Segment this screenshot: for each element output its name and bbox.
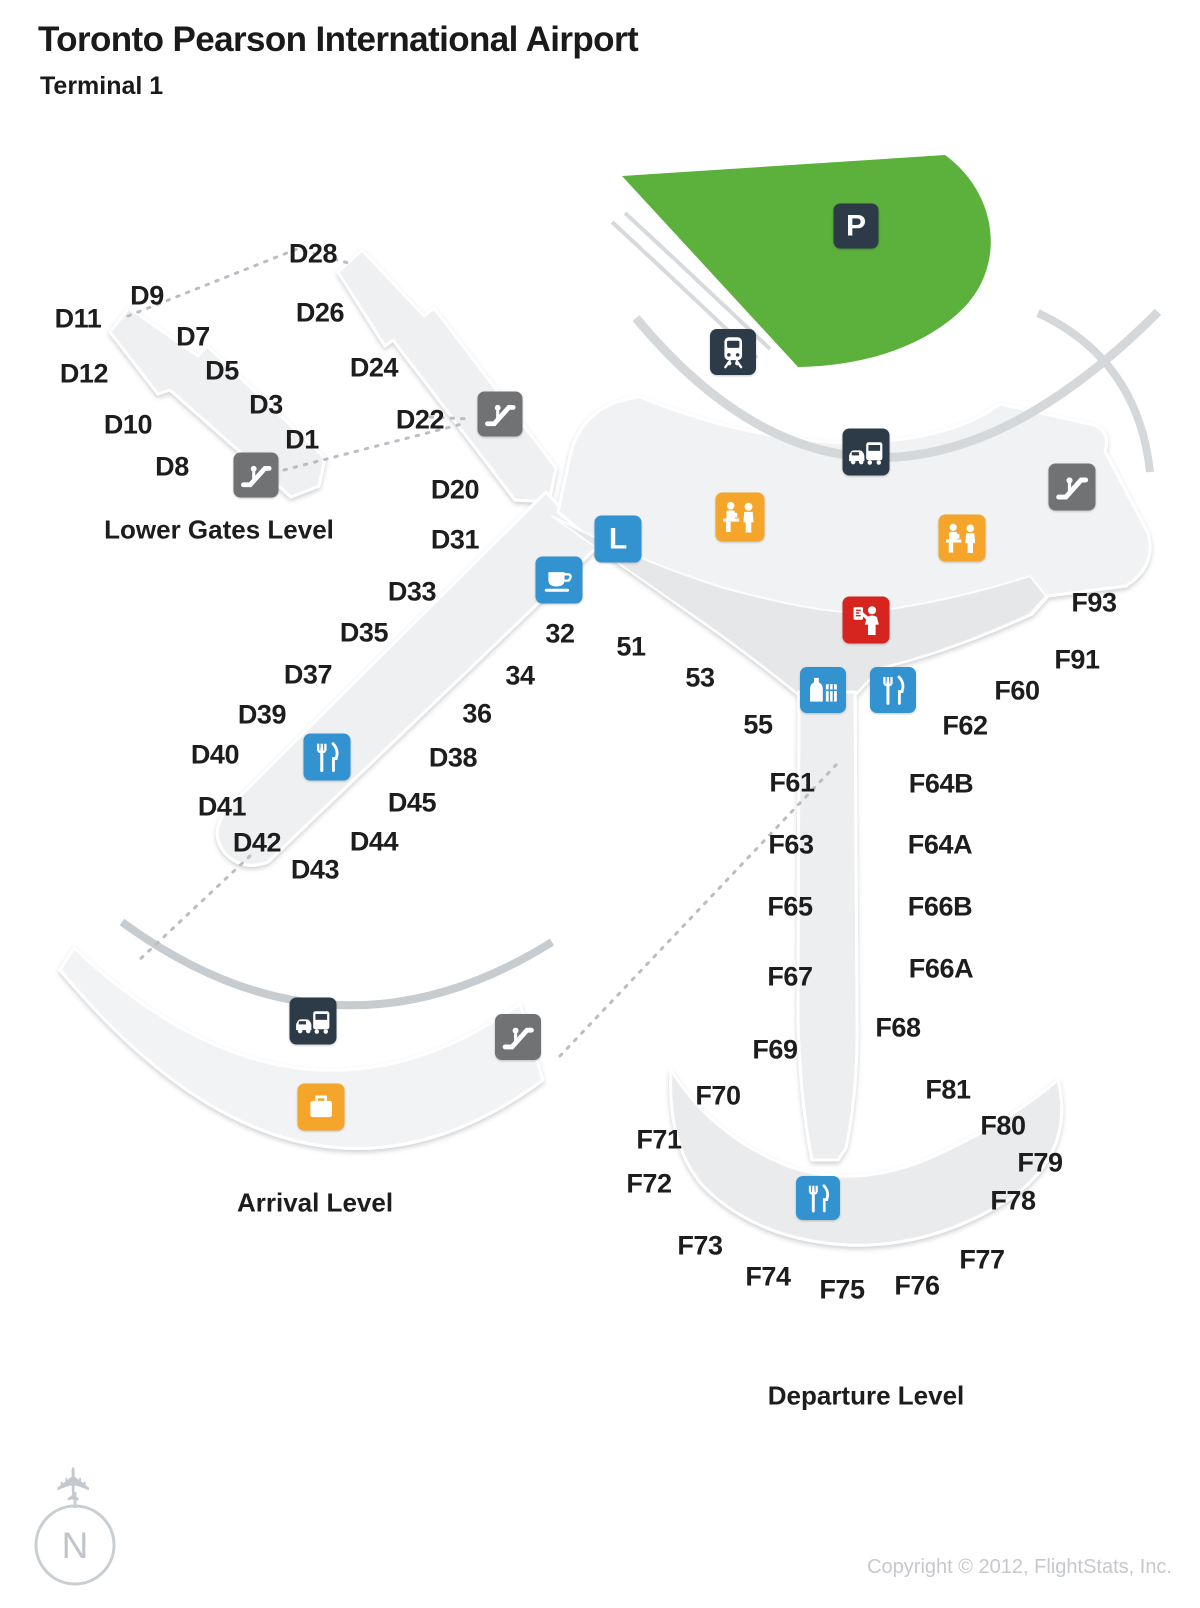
gate-label-F65: F65 (767, 891, 813, 922)
check-in-icon (938, 514, 986, 562)
gate-label-F62: F62 (942, 710, 988, 741)
arrival-road-arc (119, 918, 555, 1010)
duty-free-shop-icon (800, 667, 846, 713)
gate-label-D42: D42 (232, 827, 282, 858)
gate-label-F76: F76 (894, 1270, 940, 1301)
gate-label-D1: D1 (285, 424, 319, 455)
pier-d-lower-2 (336, 248, 558, 504)
gate-label-D3: D3 (249, 389, 283, 420)
gate-label-F71: F71 (636, 1124, 682, 1155)
restaurant-icon (870, 667, 916, 713)
gate-label-D41: D41 (197, 791, 247, 822)
baggage-claim-icon (297, 1083, 345, 1131)
gate-label-F93: F93 (1071, 587, 1117, 618)
dotted-connectors (126, 247, 838, 1058)
gate-label-D39: D39 (237, 699, 287, 730)
passport-control-icon (842, 596, 890, 644)
gate-label-F81: F81 (925, 1074, 971, 1105)
gate-label-F64B: F64B (908, 768, 974, 799)
gate-label-F63: F63 (768, 829, 814, 860)
page-subtitle: Terminal 1 (40, 72, 164, 100)
gate-label-F72: F72 (626, 1168, 672, 1199)
parking-icon: P (833, 203, 879, 249)
gate-label-F61: F61 (769, 767, 815, 798)
copyright-text: Copyright © 2012, FlightStats, Inc. (867, 1556, 1172, 1578)
gate-label-F75: F75 (819, 1274, 865, 1305)
gate-label-F66B: F66B (907, 891, 973, 922)
gate-label-F73: F73 (677, 1230, 723, 1261)
gate-label-D24: D24 (349, 352, 399, 383)
gate-label-F74: F74 (745, 1261, 791, 1292)
gate-label-55: 55 (743, 709, 773, 740)
gate-label-34: 34 (505, 660, 535, 691)
gate-label-F66A: F66A (908, 953, 974, 984)
gate-label-53: 53 (685, 662, 715, 693)
departure-level-label: Departure Level (767, 1380, 965, 1411)
gate-label-F67: F67 (767, 961, 813, 992)
gate-label-F60: F60 (994, 675, 1040, 706)
check-in-icon (715, 492, 765, 542)
gate-label-D44: D44 (349, 826, 399, 857)
gate-label-D26: D26 (295, 297, 345, 328)
gate-label-D43: D43 (290, 854, 340, 885)
gate-label-D28: D28 (288, 238, 338, 269)
restaurant-icon (796, 1176, 840, 1220)
restaurant-icon (303, 733, 351, 781)
arrival-level-band (58, 946, 545, 1150)
ground-transport-icon (842, 428, 890, 476)
compass: ✈ N (34, 1465, 116, 1586)
departure-satellite-fan (669, 1068, 1064, 1247)
gate-label-F68: F68 (875, 1012, 921, 1043)
gate-label-D37: D37 (283, 659, 333, 690)
gate-label-D20: D20 (430, 474, 480, 505)
escalator-icon (477, 391, 523, 437)
escalator-icon (495, 1014, 541, 1060)
parking-letter: P (845, 209, 866, 242)
gate-label-F69: F69 (752, 1034, 798, 1065)
ramp-road-arc (1036, 309, 1154, 473)
gate-label-D10: D10 (103, 409, 153, 440)
compass-north-label: N (62, 1525, 89, 1566)
gate-label-D7: D7 (176, 321, 210, 352)
airplane-icon: ✈ (47, 1465, 101, 1504)
arrival-level-label: Arrival Level (236, 1187, 394, 1218)
gate-label-D5: D5 (205, 355, 239, 386)
gate-label-F80: F80 (980, 1110, 1026, 1141)
gate-label-D35: D35 (339, 617, 389, 648)
gate-label-51: 51 (616, 631, 646, 662)
gate-label-D33: D33 (387, 576, 437, 607)
gate-label-36: 36 (462, 698, 492, 729)
gate-label-F79: F79 (1017, 1147, 1063, 1178)
train-station-icon (710, 329, 756, 375)
lower-gates-level-label: Lower Gates Level (104, 514, 334, 545)
pier-d-lower-1 (108, 306, 327, 499)
gate-label-D9: D9 (130, 280, 164, 311)
page-title: Toronto Pearson International Airport (38, 20, 639, 59)
gate-label-F91: F91 (1054, 644, 1100, 675)
cafe-icon (535, 556, 583, 604)
gate-label-F77: F77 (959, 1244, 1005, 1275)
escalator-icon (1048, 463, 1096, 511)
escalator-icon (233, 452, 279, 498)
gate-label-D22: D22 (395, 404, 445, 435)
gate-label-D45: D45 (387, 787, 437, 818)
gate-label-D8: D8 (155, 451, 189, 482)
elevator-icon: L (594, 515, 642, 563)
gate-label-F78: F78 (990, 1185, 1036, 1216)
gate-label-D40: D40 (190, 739, 240, 770)
gate-label-D11: D11 (54, 303, 102, 334)
pier-f (796, 690, 859, 1162)
gate-label-D38: D38 (428, 742, 478, 773)
gate-label-F64A: F64A (907, 829, 973, 860)
elevator-letter: L (608, 522, 628, 555)
gate-label-F70: F70 (695, 1080, 741, 1111)
parking-area (622, 155, 991, 367)
gate-label-D31: D31 (430, 524, 480, 555)
ground-transport-icon (289, 997, 337, 1045)
departure-concourse-band (551, 515, 1047, 695)
gate-label-32: 32 (545, 618, 575, 649)
gate-label-D12: D12 (59, 358, 109, 389)
